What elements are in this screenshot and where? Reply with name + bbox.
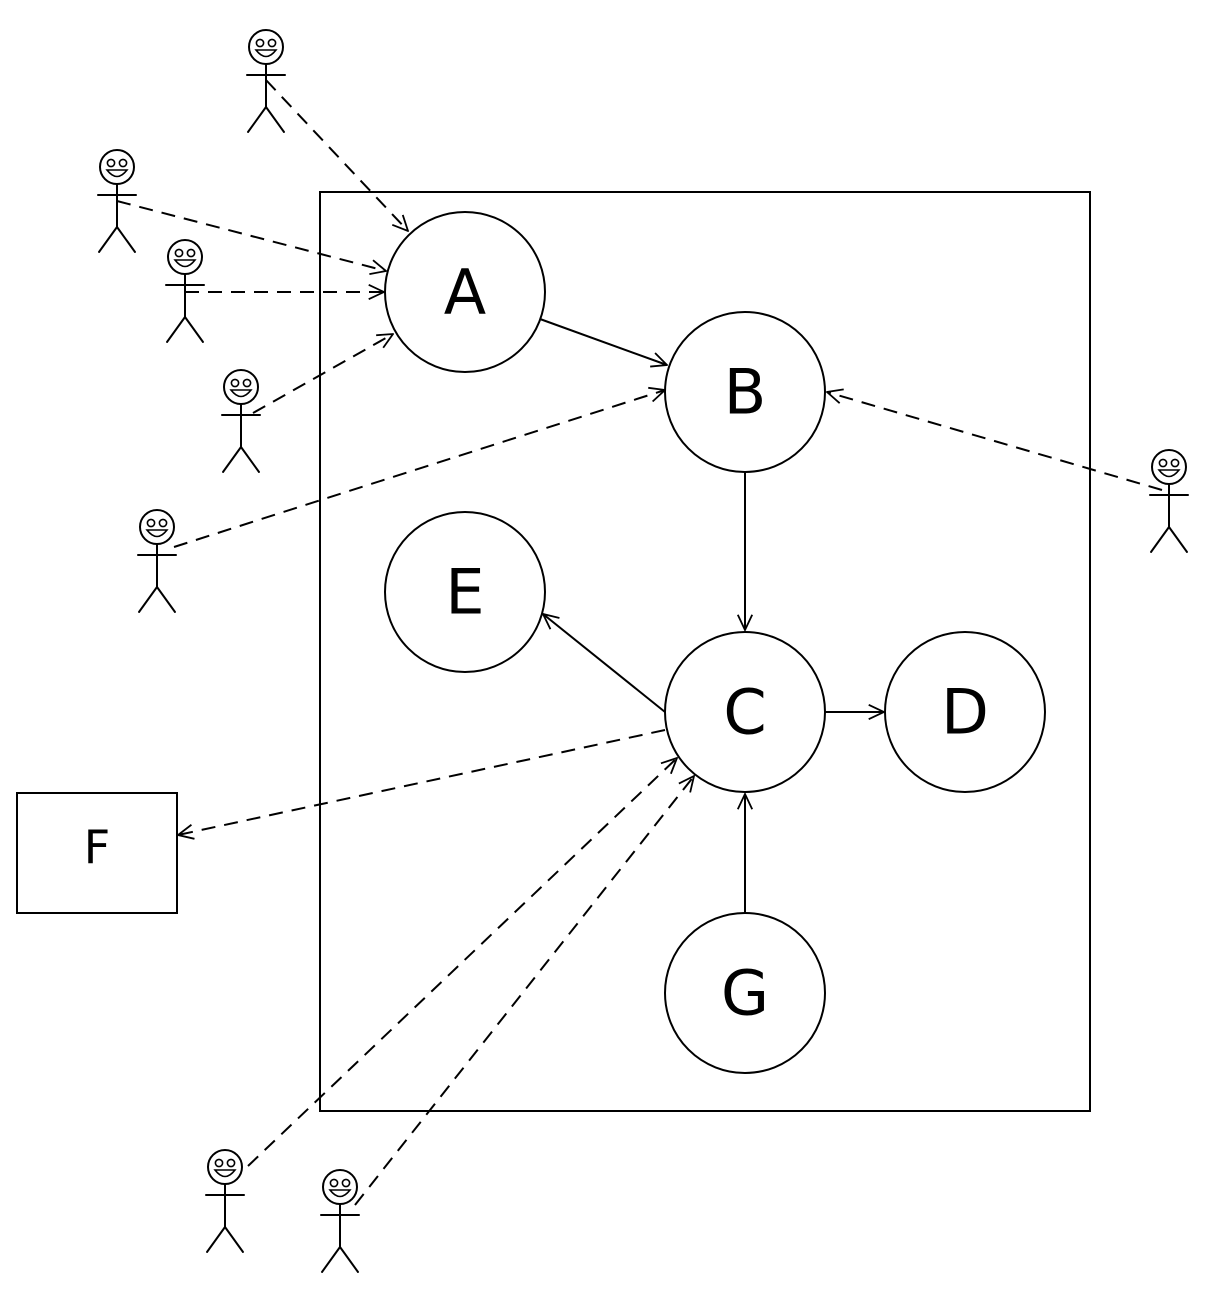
actor-icon — [137, 509, 177, 613]
edge-a-to-b — [539, 318, 667, 365]
actor-icon — [246, 29, 286, 133]
node-a-label: A — [444, 256, 486, 329]
node-a[interactable]: A — [384, 211, 546, 373]
node-e[interactable]: E — [384, 511, 546, 673]
actor-icon — [205, 1149, 245, 1253]
edge-actor7-to-c — [247, 758, 677, 1167]
node-b-label: B — [724, 356, 767, 429]
actor-icon — [97, 149, 137, 253]
node-d[interactable]: D — [884, 631, 1046, 793]
box-f[interactable]: F — [16, 792, 178, 914]
edge-actor1-to-a — [265, 79, 408, 231]
edge-c-to-f — [178, 729, 666, 835]
actor-icon — [221, 369, 261, 473]
node-c-label: C — [723, 676, 766, 749]
node-g[interactable]: G — [664, 912, 826, 1074]
edge-actor6-to-b — [827, 392, 1163, 491]
box-f-label: F — [84, 820, 110, 874]
node-d-label: D — [941, 676, 989, 749]
actor-icon — [1149, 449, 1189, 553]
edge-actor4-to-a — [252, 334, 393, 414]
edge-actor2-to-a — [116, 200, 386, 271]
node-c[interactable]: C — [664, 631, 826, 793]
node-b[interactable]: B — [664, 311, 826, 473]
edge-c-to-e — [543, 614, 666, 713]
node-g-label: G — [721, 957, 769, 1030]
edge-actor5-to-b — [173, 390, 665, 548]
node-e-label: E — [445, 556, 484, 629]
system-boundary — [319, 191, 1091, 1112]
actor-icon — [320, 1169, 360, 1273]
edge-actor8-to-c — [354, 776, 694, 1206]
